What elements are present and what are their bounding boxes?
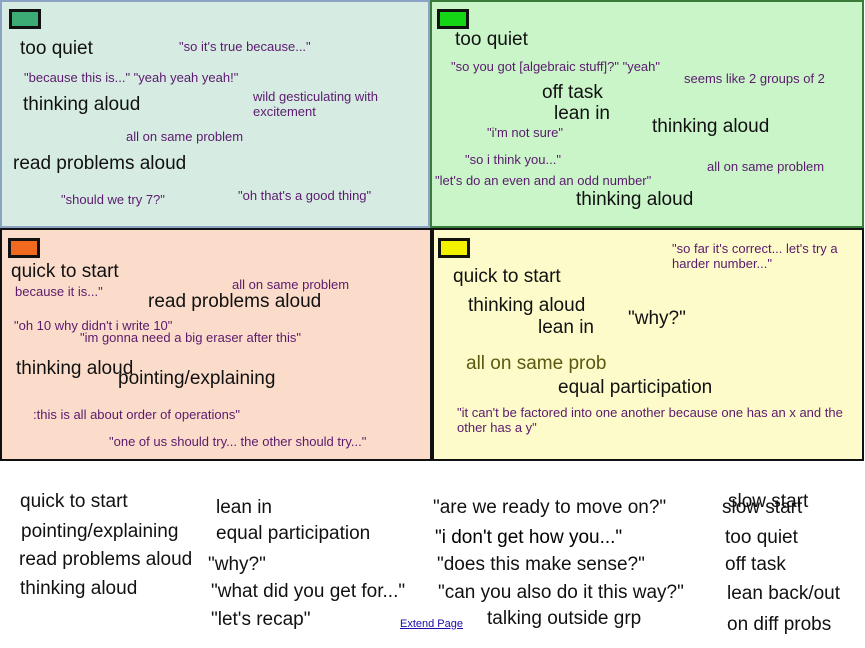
bank-note[interactable]: "does this make sense?" <box>437 554 645 575</box>
note[interactable]: off task <box>542 82 603 103</box>
note[interactable]: thinking aloud <box>16 358 134 379</box>
note[interactable]: read problems aloud <box>148 291 322 312</box>
note[interactable]: too quiet <box>20 38 93 59</box>
note[interactable]: "so far it's correct... let's try a hard… <box>672 241 838 271</box>
note[interactable]: thinking aloud <box>468 295 586 316</box>
note[interactable]: "let's do an even and an odd number" <box>435 173 652 188</box>
note[interactable]: "why?" <box>628 308 686 329</box>
bank-note[interactable]: lean in <box>216 497 272 518</box>
note[interactable]: read problems aloud <box>13 153 187 174</box>
note[interactable]: "oh that's a good thing" <box>238 188 372 203</box>
note[interactable]: quick to start <box>11 261 119 282</box>
note[interactable]: "one of us should try... the other shoul… <box>109 434 367 449</box>
bank-note[interactable]: read problems aloud <box>19 549 193 570</box>
note[interactable]: thinking aloud <box>576 189 694 210</box>
note[interactable]: lean in <box>554 103 610 124</box>
note[interactable]: because it is..." <box>15 284 103 299</box>
blue-swatch <box>9 9 41 29</box>
bank-note[interactable]: equal participation <box>216 523 371 544</box>
note[interactable]: too quiet <box>455 29 528 50</box>
note[interactable]: :this is all about order of operations" <box>33 407 240 422</box>
note[interactable]: "i'm not sure" <box>487 125 564 140</box>
note[interactable]: "so you got [algebraic stuff]?" "yeah" <box>451 59 661 74</box>
note[interactable]: "so it's true because..." <box>179 39 311 54</box>
note[interactable]: all on same problem <box>707 159 825 174</box>
note[interactable]: seems like 2 groups of 2 <box>684 71 825 86</box>
bank-note[interactable]: slow start <box>722 497 803 518</box>
extend-page-link[interactable]: Extend Page <box>400 618 463 630</box>
note[interactable]: "it can't be factored into one another b… <box>457 405 843 435</box>
bank-note[interactable]: off task <box>725 554 786 575</box>
orange-swatch <box>8 238 40 258</box>
note[interactable]: all on same problem <box>232 277 350 292</box>
quadrant-yellow: "so far it's correct... let's try a hard… <box>432 228 864 461</box>
note[interactable]: thinking aloud <box>23 94 141 115</box>
bank-note[interactable]: slow start <box>728 491 809 512</box>
quadrant-blue: too quiet "so it's true because..." "bec… <box>0 0 430 228</box>
bank-note[interactable]: talking outside grp <box>487 608 642 629</box>
bank-note[interactable]: pointing/explaining <box>21 521 179 542</box>
quadrant-orange: quick to start all on same problem becau… <box>0 228 432 461</box>
note[interactable]: "because this is..." "yeah yeah yeah!" <box>24 70 239 85</box>
yellow-swatch <box>438 238 470 258</box>
note[interactable]: equal participation <box>558 377 713 398</box>
note[interactable]: all on same problem <box>126 129 244 144</box>
bank-note[interactable]: lean back/out <box>727 583 841 604</box>
quadrant-green: too quiet "so you got [algebraic stuff]?… <box>430 0 864 228</box>
bank-note[interactable]: "what did you get for..." <box>211 581 406 602</box>
bank-note[interactable]: "why?" <box>208 554 266 575</box>
bank-note[interactable]: "are we ready to move on?" <box>433 497 667 518</box>
bank-note[interactable]: on diff probs <box>727 614 832 635</box>
note[interactable]: all on same prob <box>466 353 607 374</box>
bank-note[interactable]: "i don't get how you..." <box>435 527 623 548</box>
note[interactable]: "so i think you..." <box>465 152 561 167</box>
bank-note[interactable]: "can you also do it this way?" <box>438 582 684 603</box>
note[interactable]: "oh 10 why didn't i write 10" <box>14 318 173 333</box>
bank-note[interactable]: too quiet <box>725 527 798 548</box>
green-swatch <box>437 9 469 29</box>
note[interactable]: pointing/explaining <box>118 368 276 389</box>
note[interactable]: "im gonna need a big eraser after this" <box>80 330 301 345</box>
bank-note[interactable]: thinking aloud <box>20 578 138 599</box>
note[interactable]: "should we try 7?" <box>61 192 165 207</box>
note[interactable]: quick to start <box>453 266 561 287</box>
note[interactable]: wild gesticulating with excitement <box>253 89 379 119</box>
note[interactable]: lean in <box>538 317 594 338</box>
note[interactable]: thinking aloud <box>652 116 770 137</box>
bank-note[interactable]: quick to start <box>20 491 128 512</box>
bank-note[interactable]: "let's recap" <box>211 609 311 630</box>
